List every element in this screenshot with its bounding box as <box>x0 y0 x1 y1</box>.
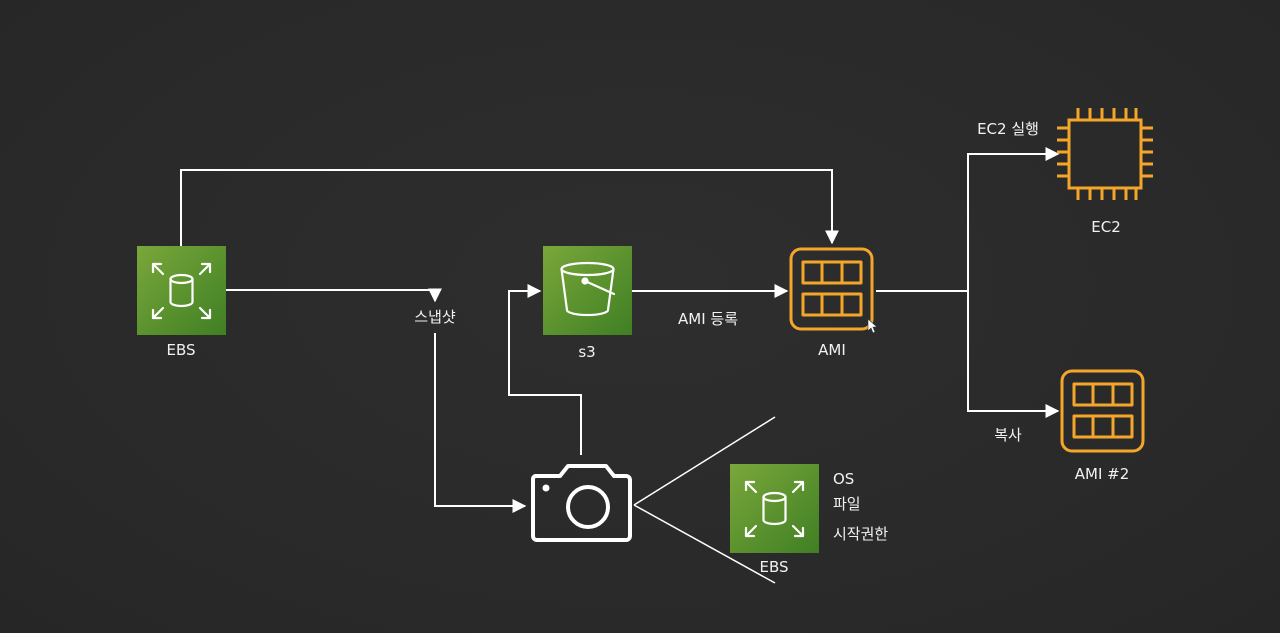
ebs-volume-icon <box>744 480 805 538</box>
edge-ami-to-ec2 <box>967 147 1060 291</box>
camera-icon <box>530 464 632 542</box>
connectors <box>180 147 1060 584</box>
ami-label: AMI <box>818 341 846 359</box>
s3-label: s3 <box>578 343 595 361</box>
ec2-node: EC2 <box>1057 108 1153 236</box>
ami2-node: AMI #2 <box>1060 369 1145 483</box>
ec2-label: EC2 <box>1091 218 1121 236</box>
detail-line-upper <box>633 416 776 506</box>
ebs-volume-icon <box>151 262 212 320</box>
snapshot-content-item: OS <box>833 470 854 488</box>
ami-icon <box>789 247 874 331</box>
edge-label-ami-register: AMI 등록 <box>678 310 738 328</box>
ami-icon <box>1060 369 1145 453</box>
snapshot-content-item: 파일 <box>833 495 861 513</box>
s3-bucket-icon <box>560 261 616 317</box>
s3-node: s3 <box>543 246 632 361</box>
mouse-cursor-icon <box>867 318 878 334</box>
ebs-source-node: EBS <box>137 246 226 359</box>
edge-ebs-to-snapshot <box>226 288 442 303</box>
snapshot-label: 스냅샷 <box>414 308 456 326</box>
edge-ebs-to-ami <box>180 169 839 246</box>
snapshot-ebs-node: EBS <box>730 464 819 576</box>
ami-node: AMI <box>789 247 878 359</box>
snapshot-content-item: 시작권한 <box>833 525 888 543</box>
ebs-source-label: EBS <box>166 341 195 359</box>
edge-ami-to-ami2 <box>967 291 1060 418</box>
edge-label-ec2-run: EC2 실행 <box>977 120 1039 138</box>
snapshot-ebs-label: EBS <box>759 558 788 576</box>
ami2-label: AMI #2 <box>1075 465 1130 483</box>
snapshot-contents-list: OS 파일 시작권한 <box>833 470 888 543</box>
edge-label-copy: 복사 <box>994 426 1022 444</box>
ec2-chip-icon <box>1057 108 1153 200</box>
detail-line-lower <box>633 504 776 584</box>
edge-snapshot-to-camera <box>434 333 527 513</box>
edge-camera-to-s3 <box>508 284 582 455</box>
